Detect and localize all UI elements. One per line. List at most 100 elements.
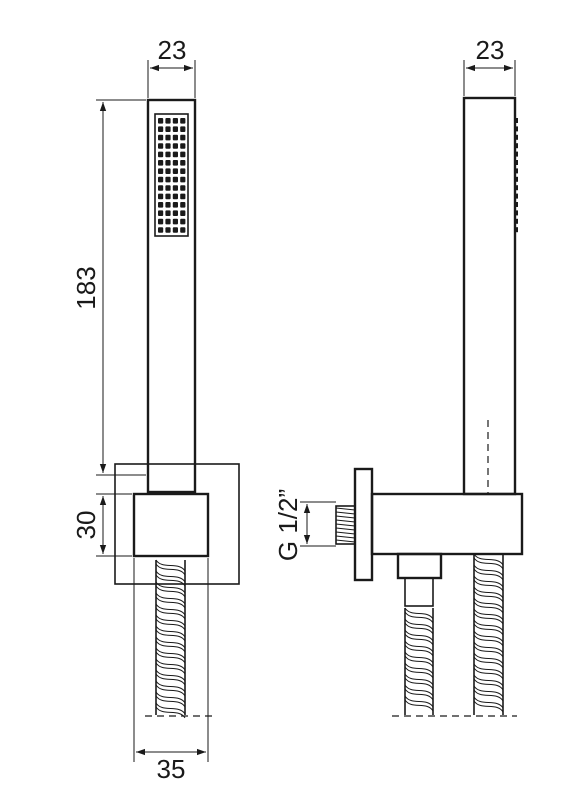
hose-coil (155, 629, 186, 642)
nozzle-dot (172, 193, 178, 200)
side-nozzle-bump (515, 134, 518, 140)
nozzle-dot (158, 176, 164, 183)
thread-line (335, 523, 356, 527)
nozzle-grid (158, 118, 186, 233)
nozzle-dot (180, 193, 186, 200)
nozzle-dot (180, 160, 186, 166)
dim-side-thread: G 1/2” (273, 489, 336, 561)
hose-coil (155, 695, 186, 708)
nozzle-dot (172, 160, 178, 166)
hose-coil (404, 629, 434, 642)
nozzle-dot (158, 185, 164, 191)
thread-line (335, 507, 356, 511)
hose-coil (473, 630, 504, 643)
nozzle-dot (180, 134, 186, 141)
hose-coil (404, 684, 434, 697)
nozzle-dot (172, 168, 178, 174)
nozzle-dot (165, 126, 171, 132)
nozzle-dot (180, 218, 186, 225)
nozzle-dot (165, 118, 171, 124)
nozzle-dot (180, 202, 186, 208)
nozzle-dot (158, 143, 164, 149)
nozzle-dot (172, 126, 178, 132)
hose-coil (473, 553, 504, 566)
thread-line (335, 539, 356, 543)
side-view: 23 G 1/2” (273, 35, 524, 717)
nozzle-dot (165, 143, 171, 149)
hose-coil (155, 640, 186, 653)
nozzle-dot (165, 168, 171, 174)
dim-side-width-top-label: 23 (476, 35, 505, 65)
nozzle-dot (172, 210, 178, 216)
nozzle-dot (165, 193, 171, 200)
front-view: 23 183 30 35 (71, 35, 240, 784)
hose-coil (155, 658, 186, 671)
hose-coil (404, 662, 434, 675)
side-nozzle-bump (515, 193, 518, 199)
dim-side-thread-label: G 1/2” (273, 489, 303, 561)
hose-coil (155, 585, 186, 598)
side-handle-body (462, 96, 517, 496)
nozzle-dot (158, 218, 164, 225)
side-nozzle-bump (515, 227, 518, 233)
nozzle-dot (180, 185, 186, 191)
front-hose (155, 559, 186, 719)
nozzle-dot (158, 227, 164, 233)
hose-coil (155, 702, 186, 715)
nozzle-dot (180, 210, 186, 216)
thread-body (335, 505, 356, 545)
side-nozzles (515, 118, 518, 233)
side-hose-ferrule (404, 577, 434, 607)
hose-coil (473, 678, 504, 691)
nozzle-dot (172, 227, 178, 233)
hose-coil (473, 568, 504, 581)
nozzle-dot (165, 185, 171, 191)
side-holder-block (370, 492, 524, 556)
hose-coil (404, 673, 434, 686)
side-nozzle-bump (515, 176, 518, 182)
dim-front-width-top-label: 23 (158, 35, 187, 65)
hose-coil (155, 614, 186, 627)
hose-coil (473, 619, 504, 632)
hose-coil (404, 622, 434, 635)
hose-coil (473, 667, 504, 680)
thread-line (335, 515, 356, 519)
hose-coil (404, 618, 434, 631)
hose-coil (155, 691, 186, 704)
hose-coil (155, 662, 186, 675)
nozzle-dot (180, 176, 186, 183)
hose-coil (473, 597, 504, 610)
side-wall-flange (353, 467, 374, 582)
nozzle-dot (172, 118, 178, 124)
hose-coil (404, 611, 434, 624)
hose-coil (155, 680, 186, 693)
hose-coil (473, 575, 504, 588)
hose-coil (404, 640, 434, 653)
dim-front-height-handle: 183 (71, 99, 146, 476)
hose-coil (155, 570, 186, 583)
hose-coil (404, 677, 434, 690)
hose-coil (155, 596, 186, 609)
dim-front-width-bracket: 35 (133, 558, 209, 784)
nozzle-dot (180, 118, 186, 124)
hose-coil (473, 634, 504, 647)
nozzle-dot (180, 126, 186, 132)
nozzle-dot (158, 202, 164, 208)
hose-coil (404, 607, 434, 620)
side-nozzle-bump (515, 218, 518, 224)
nozzle-dot (158, 193, 164, 200)
nozzle-dot (180, 227, 186, 233)
hose-coil (473, 557, 504, 570)
hose-coil (404, 699, 434, 712)
hose-coil (155, 581, 186, 594)
hose-coil (155, 592, 186, 605)
hose-coil (404, 651, 434, 664)
hose-coil (404, 655, 434, 668)
hose-coil (473, 564, 504, 577)
nozzle-dot (165, 202, 171, 208)
hose-coil (155, 636, 186, 649)
hose-coil (473, 696, 504, 709)
nozzle-dot (158, 160, 164, 166)
nozzle-dot (172, 134, 178, 141)
hose-coil (473, 674, 504, 687)
